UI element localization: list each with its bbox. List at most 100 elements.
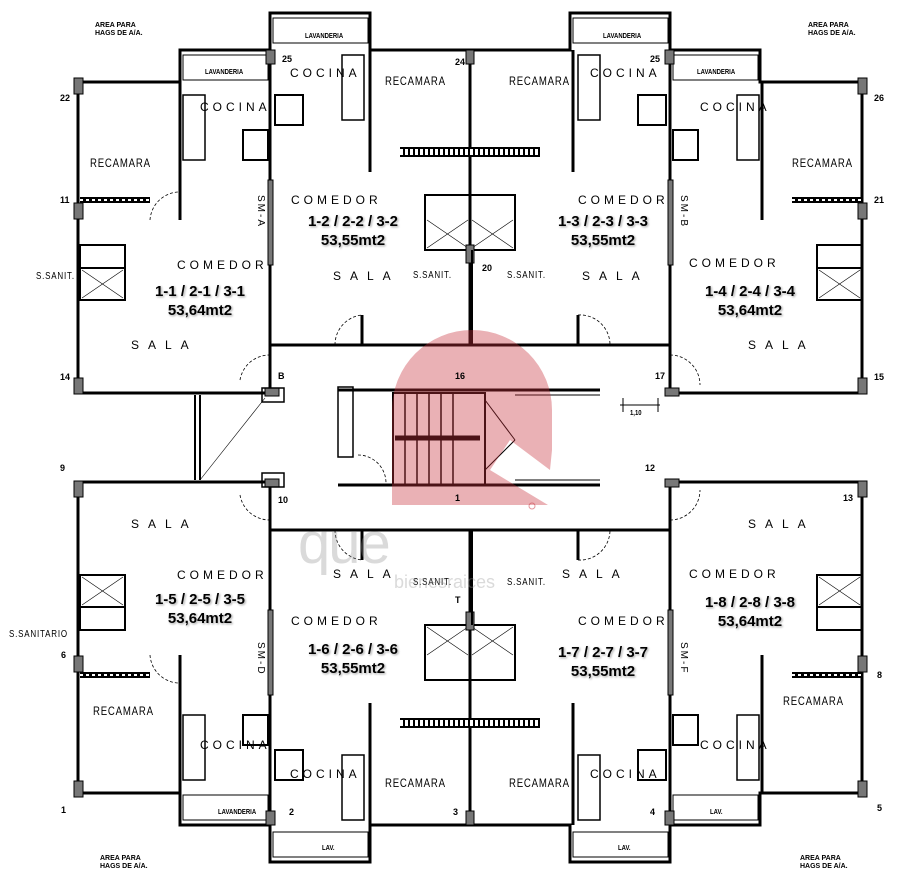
dimension-label: 1,10: [630, 410, 642, 417]
note-line: HAGS DE A/A.: [808, 30, 856, 38]
room-label-laundry: LAV.: [618, 845, 631, 852]
unit-area: 53,64mt2: [717, 613, 783, 630]
watermark-subtitle: bienesraices: [394, 572, 496, 592]
shaft-label: SM-A: [255, 195, 266, 228]
room-label-bathroom: S.SANIT.: [413, 577, 452, 588]
room-label-bathroom: S.SANITARIO: [9, 629, 68, 640]
unit-area: 53,55mt2: [570, 663, 636, 680]
axis-marker: 26: [874, 93, 885, 103]
unit-area: 53,55mt2: [320, 660, 386, 677]
room-label-living: SALA: [562, 567, 629, 581]
axis-marker: 21: [874, 195, 885, 205]
axis-marker: 17: [655, 371, 666, 381]
unit-number: 1-5 / 2-5 / 3-5: [154, 591, 246, 608]
room-label-laundry: LAVANDERIA: [218, 809, 257, 816]
axis-marker: 25: [650, 54, 661, 64]
room-label-bedroom: RECAMARA: [509, 74, 570, 88]
axis-marker: 16: [455, 371, 466, 381]
axis-marker: 1: [455, 493, 461, 503]
room-label-bathroom: S.SANIT.: [507, 270, 546, 281]
unit-area: 53,64mt2: [167, 302, 233, 319]
axis-marker: 14: [60, 372, 71, 382]
unit-number: 1-8 / 2-8 / 3-8: [704, 594, 796, 611]
unit-label: 1-5 / 2-5 / 3-5 53,64mt2: [140, 590, 260, 628]
axis-marker: 2: [289, 807, 295, 817]
room-label-kitchen: COCINA: [200, 100, 271, 114]
unit-label: 1-3 / 2-3 / 3-3 53,55mt2: [543, 212, 663, 250]
room-label-living: SALA: [333, 567, 400, 581]
unit-area: 53,64mt2: [167, 610, 233, 627]
unit-number: 1-6 / 2-6 / 3-6: [307, 641, 399, 658]
axis-marker: 13: [843, 493, 854, 503]
axis-marker: 5: [877, 803, 883, 813]
axis-marker: 6: [61, 650, 67, 660]
room-label-bathroom: S.SANIT.: [36, 271, 75, 282]
room-label-dining: COMEDOR: [291, 193, 382, 207]
unit-area: 53,64mt2: [717, 302, 783, 319]
unit-number: 1-3 / 2-3 / 3-3: [557, 213, 649, 230]
room-label-bedroom: RECAMARA: [385, 776, 446, 790]
stair-core: [194, 386, 660, 488]
room-label-dining: COMEDOR: [177, 258, 268, 272]
unit-label: 1-2 / 2-2 / 3-2 53,55mt2: [293, 212, 413, 250]
room-label-bathroom: S.SANIT.: [413, 270, 452, 281]
unit-number: 1-2 / 2-2 / 3-2: [307, 213, 399, 230]
room-label-laundry: LAVANDERIA: [205, 69, 244, 76]
room-label-kitchen: COCINA: [200, 738, 271, 752]
note-line: HAGS DE A/A.: [800, 863, 848, 871]
room-label-living: SALA: [333, 269, 400, 283]
room-label-kitchen: COCINA: [590, 767, 661, 781]
note-line: HAGS DE A/A.: [100, 863, 148, 871]
unit-area: 53,55mt2: [570, 232, 636, 249]
room-label-living: SALA: [131, 517, 198, 531]
axis-marker: 20: [482, 263, 493, 273]
room-label-dining: COMEDOR: [689, 256, 780, 270]
unit-area: 53,55mt2: [320, 232, 386, 249]
unit-number: 1-1 / 2-1 / 3-1: [154, 283, 246, 300]
axis-marker: 1: [61, 805, 67, 815]
room-label-laundry: LAV.: [710, 809, 723, 816]
room-label-bedroom: RECAMARA: [783, 694, 844, 708]
room-label-laundry: LAV.: [322, 845, 335, 852]
note-line: AREA PARA: [808, 22, 849, 29]
note-line: AREA PARA: [100, 855, 141, 862]
unit-label: 1-1 / 2-1 / 3-1 53,64mt2: [140, 282, 260, 320]
unit-label: 1-8 / 2-8 / 3-8 53,64mt2: [690, 593, 810, 631]
note-line: AREA PARA: [800, 855, 841, 862]
axis-marker: 8: [877, 670, 883, 680]
axis-marker: 10: [278, 495, 289, 505]
room-label-bedroom: RECAMARA: [93, 704, 154, 718]
room-label-dining: COMEDOR: [578, 614, 669, 628]
axis-marker: 22: [60, 93, 71, 103]
unit-label: 1-6 / 2-6 / 3-6 53,55mt2: [293, 640, 413, 678]
axis-marker: T: [455, 595, 461, 605]
room-label-bedroom: RECAMARA: [792, 156, 853, 170]
room-label-laundry: LAVANDERIA: [305, 33, 344, 40]
room-label-living: SALA: [748, 517, 815, 531]
room-label-laundry: LAVANDERIA: [697, 69, 736, 76]
watermark-word: que: [298, 511, 391, 576]
room-label-living: SALA: [131, 338, 198, 352]
room-label-laundry: LAVANDERIA: [603, 33, 642, 40]
room-label-dining: COMEDOR: [578, 193, 669, 207]
axis-marker: 25: [282, 54, 293, 64]
axis-marker: 24: [455, 57, 466, 67]
room-label-bedroom: RECAMARA: [385, 74, 446, 88]
unit-number: 1-4 / 2-4 / 3-4: [704, 283, 796, 300]
shaft-label: SM-F: [678, 642, 689, 675]
room-label-living: SALA: [748, 338, 815, 352]
room-label-dining: COMEDOR: [689, 567, 780, 581]
room-label-kitchen: COCINA: [290, 767, 361, 781]
axis-marker: 11: [60, 195, 70, 205]
note-line: HAGS DE A/A.: [95, 30, 143, 38]
axis-marker: 3: [453, 807, 459, 817]
room-label-dining: COMEDOR: [291, 614, 382, 628]
room-label-living: SALA: [582, 269, 649, 283]
axis-marker: 15: [874, 372, 885, 382]
axis-marker: 9: [60, 463, 66, 473]
